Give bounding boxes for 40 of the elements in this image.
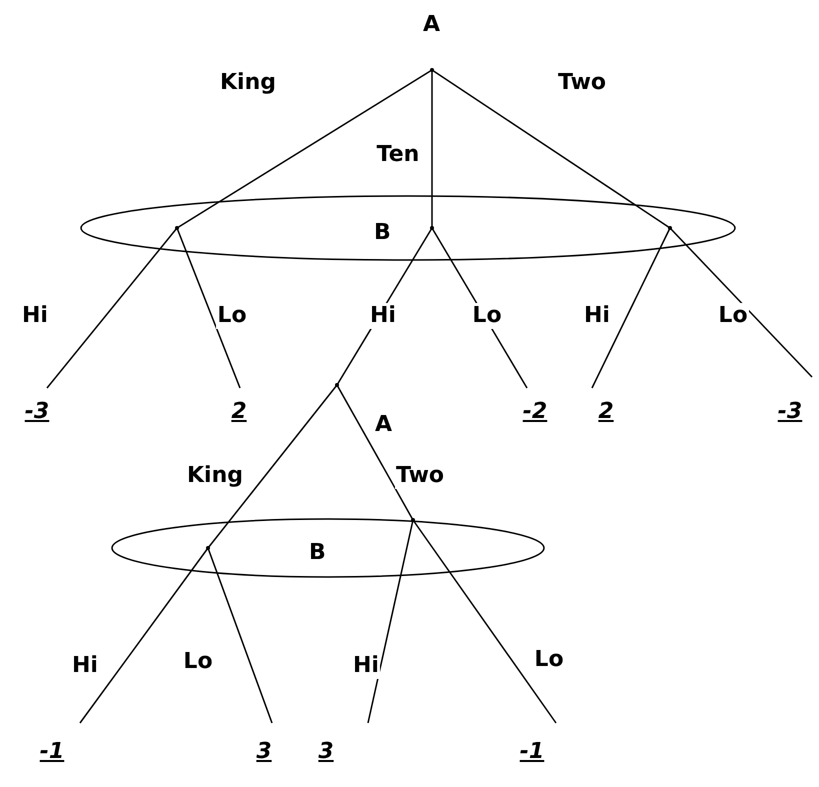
edge-label: Two [394,463,446,489]
decision-point [430,68,434,72]
edge-label: Hi [369,303,397,329]
payoff-value: -1 [518,738,546,766]
payoff-value: 3 [317,738,335,766]
branch-line [176,228,241,388]
branch-line [79,548,209,724]
payoff-value: -3 [776,398,804,426]
payoff-value: -1 [38,738,66,766]
branch-line [367,520,414,724]
branch-line [432,69,670,229]
decision-point [335,383,339,387]
edge-label: Lo [216,303,248,329]
decision-point [206,546,210,550]
payoff-value: 3 [255,738,273,766]
decision-point [175,226,179,230]
branch-line [669,227,813,378]
branch-line [412,520,557,724]
payoff-value: 2 [230,398,248,426]
decision-point [668,226,672,230]
branch-line [207,548,273,724]
branch-line [336,384,414,520]
decision-point [411,518,415,522]
decision-point [430,226,434,230]
branch-line [176,69,432,229]
player-label: B [374,220,391,246]
information-set-oval [111,518,545,578]
player-label: B [309,540,326,566]
payoff-value: 2 [597,398,615,426]
edge-label: King [219,70,277,96]
branch-line [431,70,433,228]
branch-line [207,384,338,548]
payoff-value: -3 [24,398,50,426]
payoff-value: -2 [522,398,548,426]
branch-line [591,228,671,388]
edge-label: King [186,463,244,489]
edge-label: Hi [352,653,380,679]
edge-label: Lo [471,303,503,329]
branch-line [46,228,178,388]
information-set-oval [80,195,736,261]
